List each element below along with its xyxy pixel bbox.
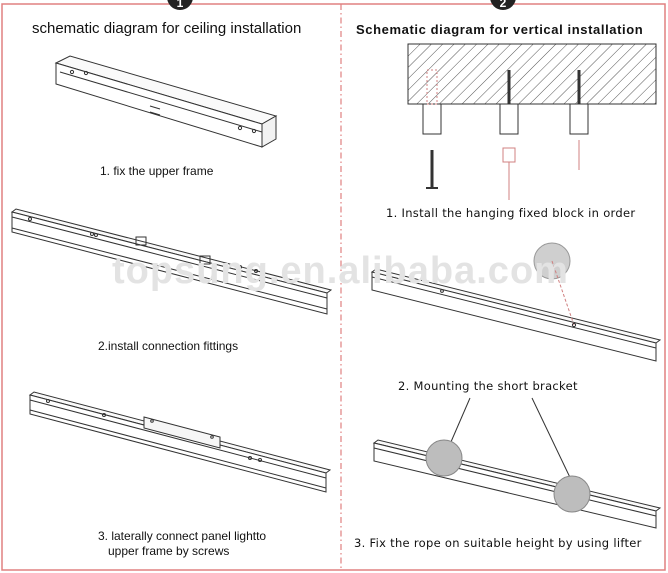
step-badge-left: 1: [167, 0, 193, 10]
left-panel-title: schematic diagram for ceiling installati…: [32, 20, 302, 37]
right-step-2-caption: 2. Mounting the short bracket: [398, 379, 578, 393]
ceiling-block-illustration: [407, 43, 657, 135]
left-step-3-caption-line1: 3. laterally connect panel lightto: [98, 529, 267, 543]
outer-border: [1, 3, 666, 571]
screw-parts-illustration: [426, 140, 580, 200]
watermark-text: topsung.en.alibaba.com: [112, 250, 569, 292]
bar-with-panel-illustration: [28, 391, 332, 493]
step-badge-right: 2: [490, 0, 516, 10]
right-step-3-caption: 3. Fix the rope on suitable height by us…: [354, 536, 642, 550]
right-step-1-caption: 1. Install the hanging fixed block in or…: [386, 206, 636, 220]
bar-with-fittings-illustration: [10, 208, 333, 315]
left-step-1-caption: 1. fix the upper frame: [100, 164, 214, 178]
right-panel-title: Schematic diagram for vertical installat…: [356, 22, 644, 37]
left-step-3-caption-line2: upper frame by screws: [108, 544, 230, 558]
short-bracket-illustration: [370, 242, 662, 362]
rope-lifter-illustration: [372, 397, 662, 529]
upper-frame-illustration: [54, 55, 278, 148]
left-step-2-caption: 2.install connection fittings: [98, 339, 239, 353]
